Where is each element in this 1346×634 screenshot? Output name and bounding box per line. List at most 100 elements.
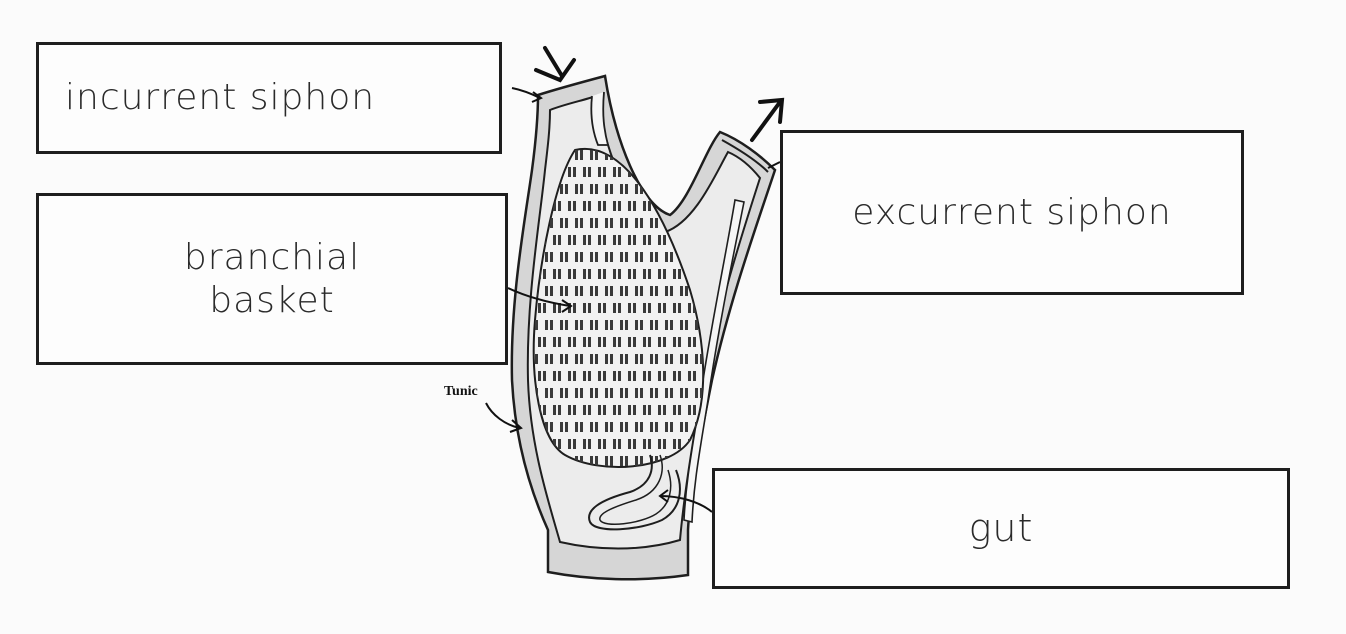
gill-slit xyxy=(610,286,613,296)
gill-slit xyxy=(595,150,598,160)
gill-slit xyxy=(673,371,676,381)
gill-slit xyxy=(695,320,698,330)
gill-slit xyxy=(580,150,583,160)
gill-slit xyxy=(655,218,658,228)
gill-slit xyxy=(643,167,646,177)
incurrent-channel xyxy=(590,91,610,146)
gill-slit xyxy=(658,405,661,415)
gill-slit xyxy=(665,150,668,160)
gill-slit xyxy=(670,422,673,432)
gill-slit xyxy=(613,269,616,279)
gill-slit xyxy=(708,405,711,415)
gill-slit xyxy=(658,167,661,177)
gill-slit xyxy=(625,388,628,398)
gill-slit xyxy=(553,303,556,313)
gill-slit xyxy=(628,405,631,415)
gill-slit xyxy=(618,337,621,347)
gill-slit xyxy=(620,184,623,194)
gill-slit xyxy=(688,371,691,381)
branchial-basket-label: branchial basket xyxy=(36,193,508,365)
gill-slit xyxy=(603,167,606,177)
gill-slit xyxy=(595,456,598,466)
gill-slit xyxy=(648,303,651,313)
gill-slit xyxy=(635,184,638,194)
gill-slit xyxy=(635,150,638,160)
gill-slit xyxy=(680,184,683,194)
gill-slit xyxy=(688,167,691,177)
gill-slit xyxy=(620,354,623,364)
gill-slit xyxy=(678,371,681,381)
gill-slit xyxy=(588,405,591,415)
gill-slit xyxy=(658,269,661,279)
gill-slit xyxy=(625,218,628,228)
gill-slit xyxy=(680,150,683,160)
gill-slit xyxy=(680,388,683,398)
gill-slit xyxy=(655,320,658,330)
gill-slit xyxy=(655,354,658,364)
gill-slit xyxy=(655,184,658,194)
gill-slit xyxy=(543,405,546,415)
gill-slit xyxy=(628,439,631,449)
gill-slit xyxy=(553,201,556,211)
gill-slit xyxy=(583,201,586,211)
gill-slit xyxy=(610,252,613,262)
gill-slit xyxy=(560,422,563,432)
gill-slit xyxy=(610,184,613,194)
branchial-leader-head xyxy=(561,299,573,313)
gill-slit xyxy=(625,354,628,364)
gill-slit xyxy=(580,388,583,398)
gill-slit xyxy=(603,371,606,381)
gill-slit xyxy=(700,456,703,466)
gill-slit xyxy=(545,286,548,296)
gill-slit xyxy=(693,337,696,347)
gill-slit xyxy=(580,252,583,262)
gill-slit xyxy=(663,269,666,279)
gill-slit xyxy=(640,456,643,466)
gill-slit xyxy=(620,252,623,262)
gill-slit xyxy=(613,439,616,449)
gill-slit xyxy=(565,218,568,228)
gill-slit xyxy=(640,150,643,160)
gill-slit xyxy=(618,167,621,177)
gill-slit xyxy=(575,286,578,296)
gill-slit xyxy=(688,303,691,313)
gill-slit xyxy=(640,252,643,262)
gill-slit xyxy=(595,286,598,296)
gill-slit xyxy=(610,422,613,432)
gill-slit xyxy=(543,371,546,381)
gill-slit xyxy=(538,337,541,347)
tunic-arrow xyxy=(485,402,521,429)
gill-slit xyxy=(545,388,548,398)
gill-slit xyxy=(543,269,546,279)
gill-slit xyxy=(648,269,651,279)
gill-slit xyxy=(588,201,591,211)
gill-slit xyxy=(583,303,586,313)
gill-slit xyxy=(648,235,651,245)
gill-slit xyxy=(648,371,651,381)
gill-slit xyxy=(673,269,676,279)
incurrent-flow-arrow xyxy=(534,46,576,83)
gill-slit xyxy=(635,286,638,296)
gill-slit xyxy=(598,439,601,449)
gill-slit xyxy=(663,371,666,381)
gill-slit xyxy=(650,252,653,262)
gill-slit xyxy=(553,405,556,415)
gill-slit xyxy=(565,354,568,364)
gill-slit xyxy=(573,371,576,381)
gill-slit xyxy=(553,337,556,347)
gill-slit xyxy=(560,286,563,296)
gill-slit xyxy=(670,252,673,262)
gill-slit xyxy=(558,201,561,211)
gill-slit xyxy=(590,252,593,262)
gill-slit xyxy=(605,354,608,364)
gill-slit xyxy=(550,320,553,330)
gill-slit xyxy=(665,184,668,194)
gill-slit xyxy=(610,218,613,228)
gill-slit xyxy=(655,150,658,160)
gill-slit xyxy=(605,184,608,194)
gill-slit xyxy=(590,354,593,364)
gill-slit xyxy=(625,252,628,262)
gill-slit xyxy=(568,337,571,347)
gut-tube xyxy=(588,454,681,531)
gill-slit xyxy=(553,439,556,449)
